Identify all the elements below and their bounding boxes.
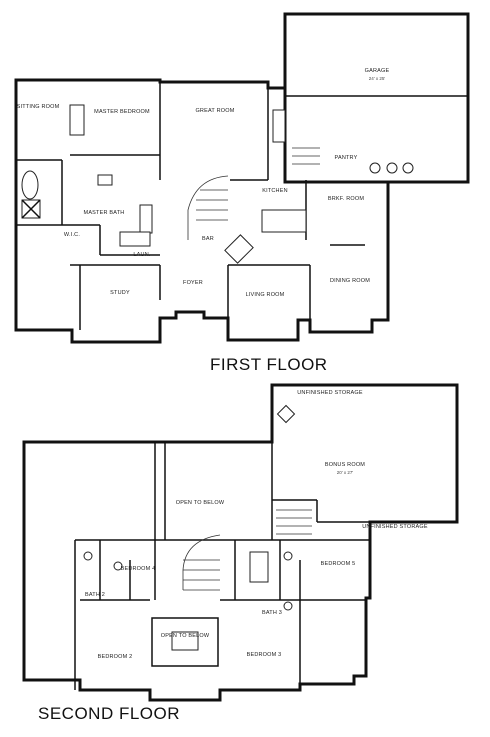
living-room-label: LIVING ROOM [246, 292, 285, 298]
svg-text:20' x 27': 20' x 27' [337, 470, 354, 475]
open-to-below-label: OPEN TO BELOW [176, 500, 225, 506]
second-floor-plan: UNFINISHED STORAGE BONUS ROOM 20' x 27' … [22, 383, 459, 702]
unfinished-storage-label: UNFINISHED STORAGE [297, 390, 363, 396]
first-floor-plan: GARAGE 24' x 25' SITTING ROOM MASTER BED… [14, 12, 470, 344]
great-room-label: GREAT ROOM [195, 108, 234, 114]
second-floor-title: SECOND FLOOR [38, 704, 181, 723]
laundry-label: LAUN. [133, 252, 150, 258]
bath-2-label: BATH 2 [85, 592, 105, 598]
bar-label: BAR [202, 236, 214, 242]
first-floor-title: FIRST FLOOR [210, 355, 328, 374]
open-to-below-2-label: OPEN TO BELOW [161, 633, 210, 639]
unfinished-storage-2-label: UNFINISHED STORAGE [362, 524, 428, 530]
bonus-room-label: BONUS ROOM [325, 462, 365, 468]
pantry-label: PANTRY [334, 155, 357, 161]
master-bedroom-label: MASTER BEDROOM [94, 109, 150, 115]
dining-room-label: DINING ROOM [330, 278, 370, 284]
svg-text:24' x 25': 24' x 25' [369, 76, 386, 81]
bedroom-2-label: BEDROOM 2 [98, 654, 133, 660]
kitchen-label: KITCHEN [262, 188, 288, 194]
bedroom-3-label: BEDROOM 3 [247, 652, 282, 658]
garage-outline [283, 12, 470, 184]
bedroom-5-label: BEDROOM 5 [321, 561, 356, 567]
brkf-room-label: BRKF. ROOM [328, 196, 364, 202]
garage-label: GARAGE [365, 68, 390, 74]
wic-label: W.I.C. [64, 232, 80, 238]
study-label: STUDY [110, 290, 130, 296]
foyer-label: FOYER [183, 280, 203, 286]
second-floor-outline [22, 383, 459, 702]
bath-3-label: BATH 3 [262, 610, 282, 616]
master-bath-label: MASTER BATH [84, 210, 125, 216]
sitting-room-label: SITTING ROOM [17, 104, 60, 110]
first-floor-outline [14, 78, 390, 344]
bedroom-4-label: BEDROOM 4 [121, 566, 156, 572]
